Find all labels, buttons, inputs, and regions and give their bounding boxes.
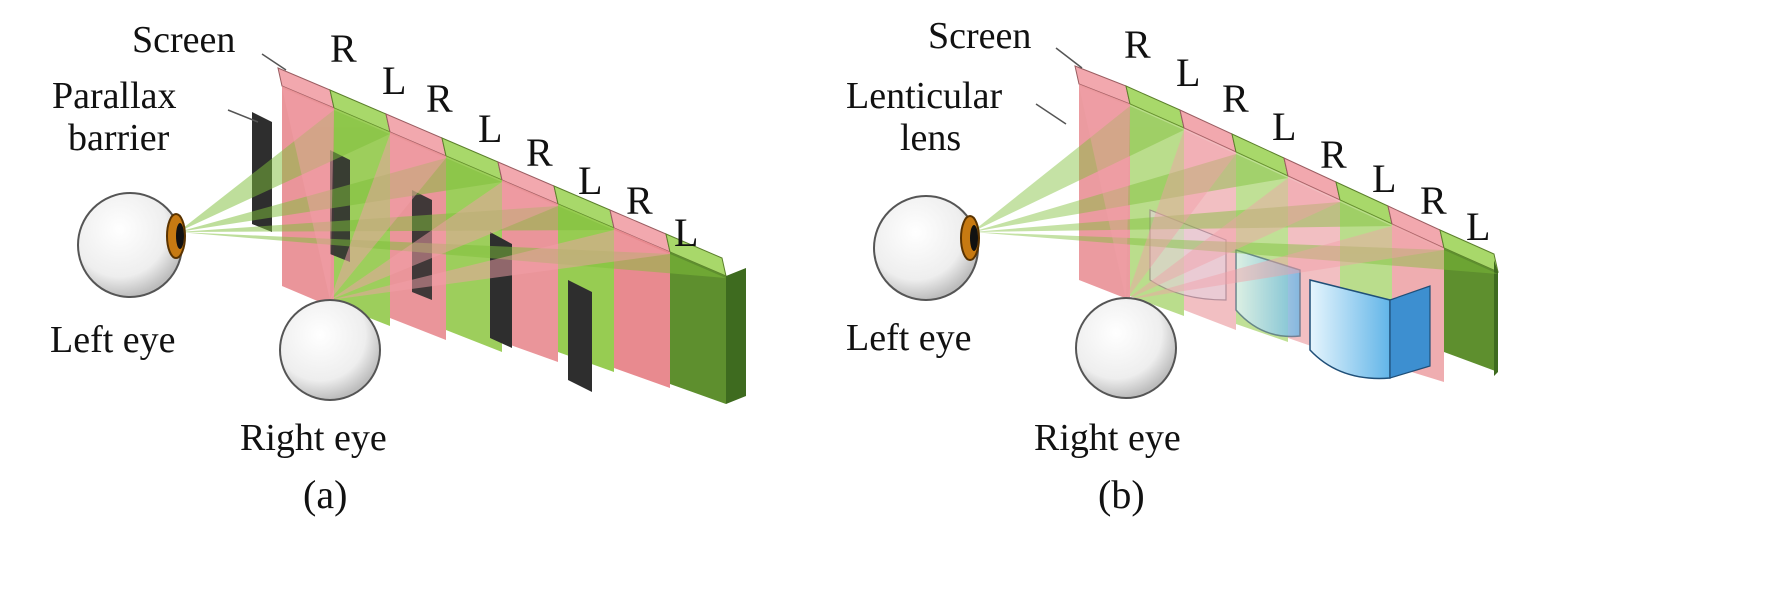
barrier-plate	[568, 280, 592, 392]
optic-label-line1: Parallax	[52, 75, 177, 117]
lens-leader-line	[1035, 103, 1067, 125]
left-eye-a	[77, 192, 186, 298]
panel-a: Screen Parallax barrier Left eye Right e…	[50, 19, 746, 517]
right-eye-a	[279, 299, 381, 401]
pixel-l-4-face	[670, 252, 726, 404]
pupil-icon	[176, 223, 184, 249]
lens-element	[1149, 209, 1227, 301]
pixel-labels-b: R L R L R L R L	[1124, 22, 1490, 249]
pixel-label: L	[578, 158, 602, 203]
screen-label: Screen	[132, 19, 235, 61]
strip-end-face	[1494, 260, 1498, 376]
pixel-label: R	[526, 130, 553, 175]
pixel-label: R	[1320, 132, 1347, 177]
pixel-label: L	[674, 210, 698, 255]
barrier-leader-line	[227, 109, 259, 123]
optic-label-line1: Lenticular	[846, 75, 1002, 117]
right-eye-label: Right eye	[240, 417, 387, 459]
right-eye-label: Right eye	[1034, 417, 1181, 459]
pixel-label: R	[1124, 22, 1151, 67]
left-eye-b	[873, 195, 980, 301]
optic-label-line2: barrier	[68, 117, 170, 159]
caption-b: (b)	[1098, 472, 1145, 517]
eyeball	[279, 299, 381, 401]
strip-end-face	[726, 268, 746, 404]
optic-label-line2: lens	[900, 117, 961, 159]
left-eye-label: Left eye	[846, 317, 972, 359]
pixel-label: R	[1222, 76, 1249, 121]
pixel-labels-a: R L R L R L R L	[330, 26, 698, 255]
pixel-label: L	[1466, 204, 1490, 249]
right-eye-b	[1075, 297, 1177, 399]
pupil-icon	[970, 225, 978, 251]
screen-leader-line	[1055, 47, 1083, 69]
pixel-label: R	[626, 178, 653, 223]
pixel-l-4-face	[1444, 248, 1498, 372]
caption-a: (a)	[303, 472, 347, 517]
pixel-label: L	[1176, 50, 1200, 95]
pixel-label: R	[330, 26, 357, 71]
pixel-label: L	[382, 58, 406, 103]
pixel-label: L	[1372, 156, 1396, 201]
screen-leader-line	[261, 53, 287, 71]
pixel-label: L	[1272, 104, 1296, 149]
pixel-label: R	[426, 76, 453, 121]
left-eye-rays-b	[972, 106, 1498, 274]
left-eye-label: Left eye	[50, 319, 176, 361]
right-eye-rays-a	[282, 88, 670, 300]
pixel-label: R	[1420, 178, 1447, 223]
pixel-r-1-face	[1079, 84, 1130, 300]
eyeball	[77, 192, 183, 298]
eyeball	[1075, 297, 1177, 399]
right-eye-rays-b	[1079, 86, 1444, 300]
lens-side	[1389, 285, 1431, 379]
lenticular-lens	[1149, 209, 1431, 380]
panel-b: Screen Lenticular lens Left eye Right ey…	[846, 15, 1499, 517]
screen-label: Screen	[928, 15, 1031, 57]
lens-element	[1235, 248, 1301, 338]
pixel-label: L	[478, 106, 502, 151]
